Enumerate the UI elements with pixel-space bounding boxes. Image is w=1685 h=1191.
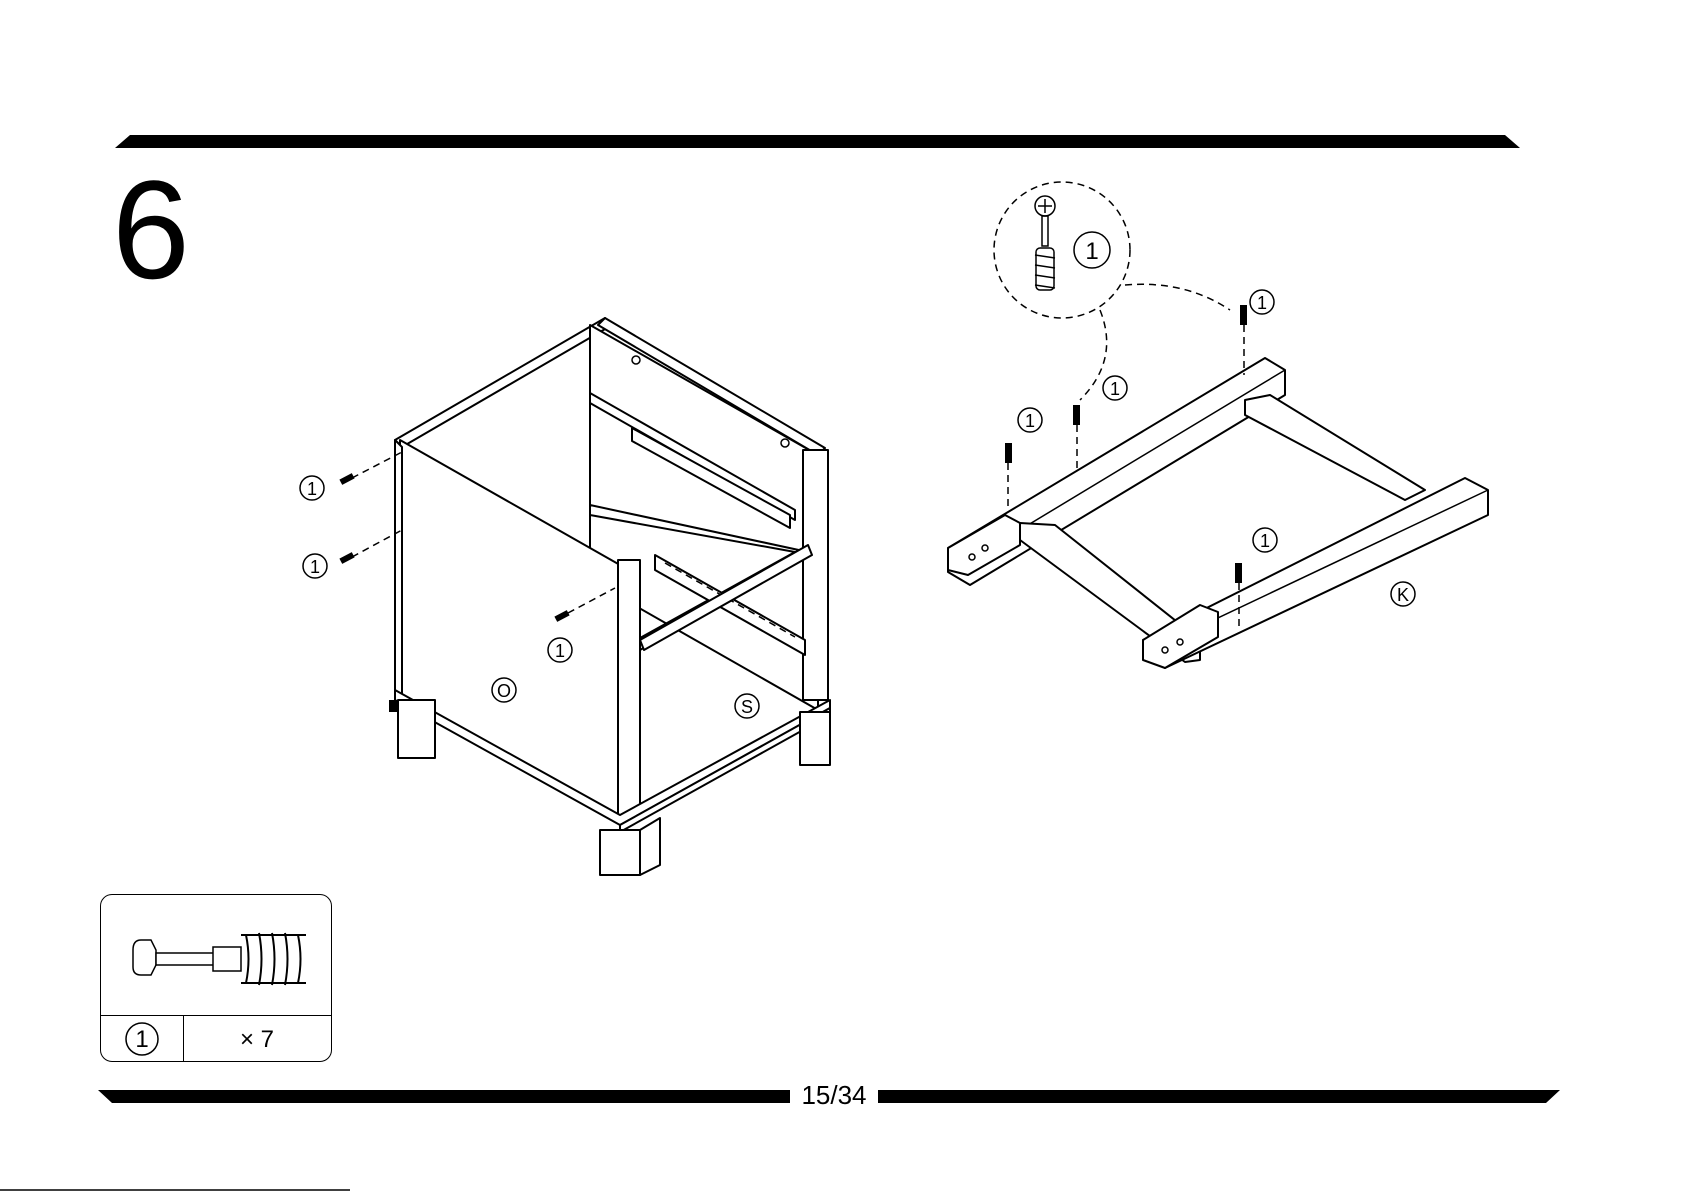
callout-circle-k1: 1 — [1018, 408, 1042, 432]
callout-label: 1 — [1085, 238, 1098, 265]
parts-row: 1 × 7 — [101, 1015, 331, 1062]
callout-label: 1 — [555, 641, 565, 661]
part-id-cell: 1 — [101, 1016, 184, 1062]
bolt-callout-k3 — [1240, 305, 1247, 375]
parts-inventory-box: 1 × 7 — [100, 894, 332, 1062]
callout-circle-k4: 1 — [1253, 528, 1277, 552]
cabinet-assembly — [339, 318, 830, 875]
header-bar — [115, 135, 1520, 148]
bolt-callout-1 — [339, 452, 402, 485]
callout-circle-k3: 1 — [1250, 290, 1274, 314]
callout-circle-1b: 1 — [303, 554, 327, 578]
cam-bolt-detail-icon — [1035, 196, 1055, 290]
callout-label: 1 — [1025, 411, 1035, 431]
callout-label: 1 — [307, 479, 317, 499]
callout-circle-detail: 1 — [1074, 232, 1110, 268]
bolt-callout-2 — [339, 530, 402, 564]
callout-label: 1 — [310, 557, 320, 577]
frame-k-label: K — [1397, 585, 1409, 605]
cam-bolt-icon — [101, 895, 332, 1015]
step-number: 6 — [112, 160, 190, 300]
callout-label: 1 — [1257, 293, 1267, 313]
panel-o-label: O — [497, 681, 511, 701]
page-number: 15/34 — [790, 1080, 878, 1110]
bolt-callout-leg — [389, 700, 397, 712]
callout-label: 1 — [1110, 379, 1120, 399]
footer-bar-right — [878, 1090, 1560, 1103]
bolt-callout-k2 — [1073, 405, 1080, 470]
callout-circle-1a: 1 — [300, 476, 324, 500]
panel-s-label: S — [741, 697, 753, 717]
footer-bar-left — [98, 1090, 790, 1103]
bolt-callout-k1 — [1005, 443, 1012, 510]
callout-label: 1 — [1260, 531, 1270, 551]
panel-label-s: S — [735, 694, 759, 718]
callout-circle-k2: 1 — [1103, 376, 1127, 400]
part-id-circle: 1 — [101, 1016, 183, 1062]
part-quantity: × 7 — [183, 1016, 331, 1062]
part-id-label: 1 — [135, 1026, 148, 1053]
frame-label-k: K — [1391, 582, 1415, 606]
